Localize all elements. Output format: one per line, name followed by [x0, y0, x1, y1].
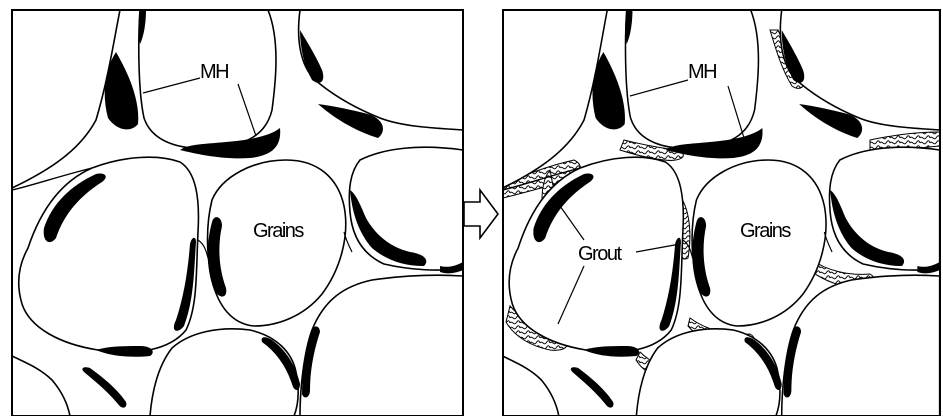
- panel-after: MH Grains Grout: [503, 10, 940, 416]
- grout-label: Grout: [578, 243, 622, 265]
- grains-label: Grains: [740, 220, 791, 242]
- mh-label: MH: [688, 61, 716, 83]
- right-arrow-icon: [464, 190, 498, 238]
- panel-before: MH Grains: [12, 10, 463, 416]
- mh-label: MH: [200, 61, 228, 83]
- grains-label: Grains: [253, 220, 304, 242]
